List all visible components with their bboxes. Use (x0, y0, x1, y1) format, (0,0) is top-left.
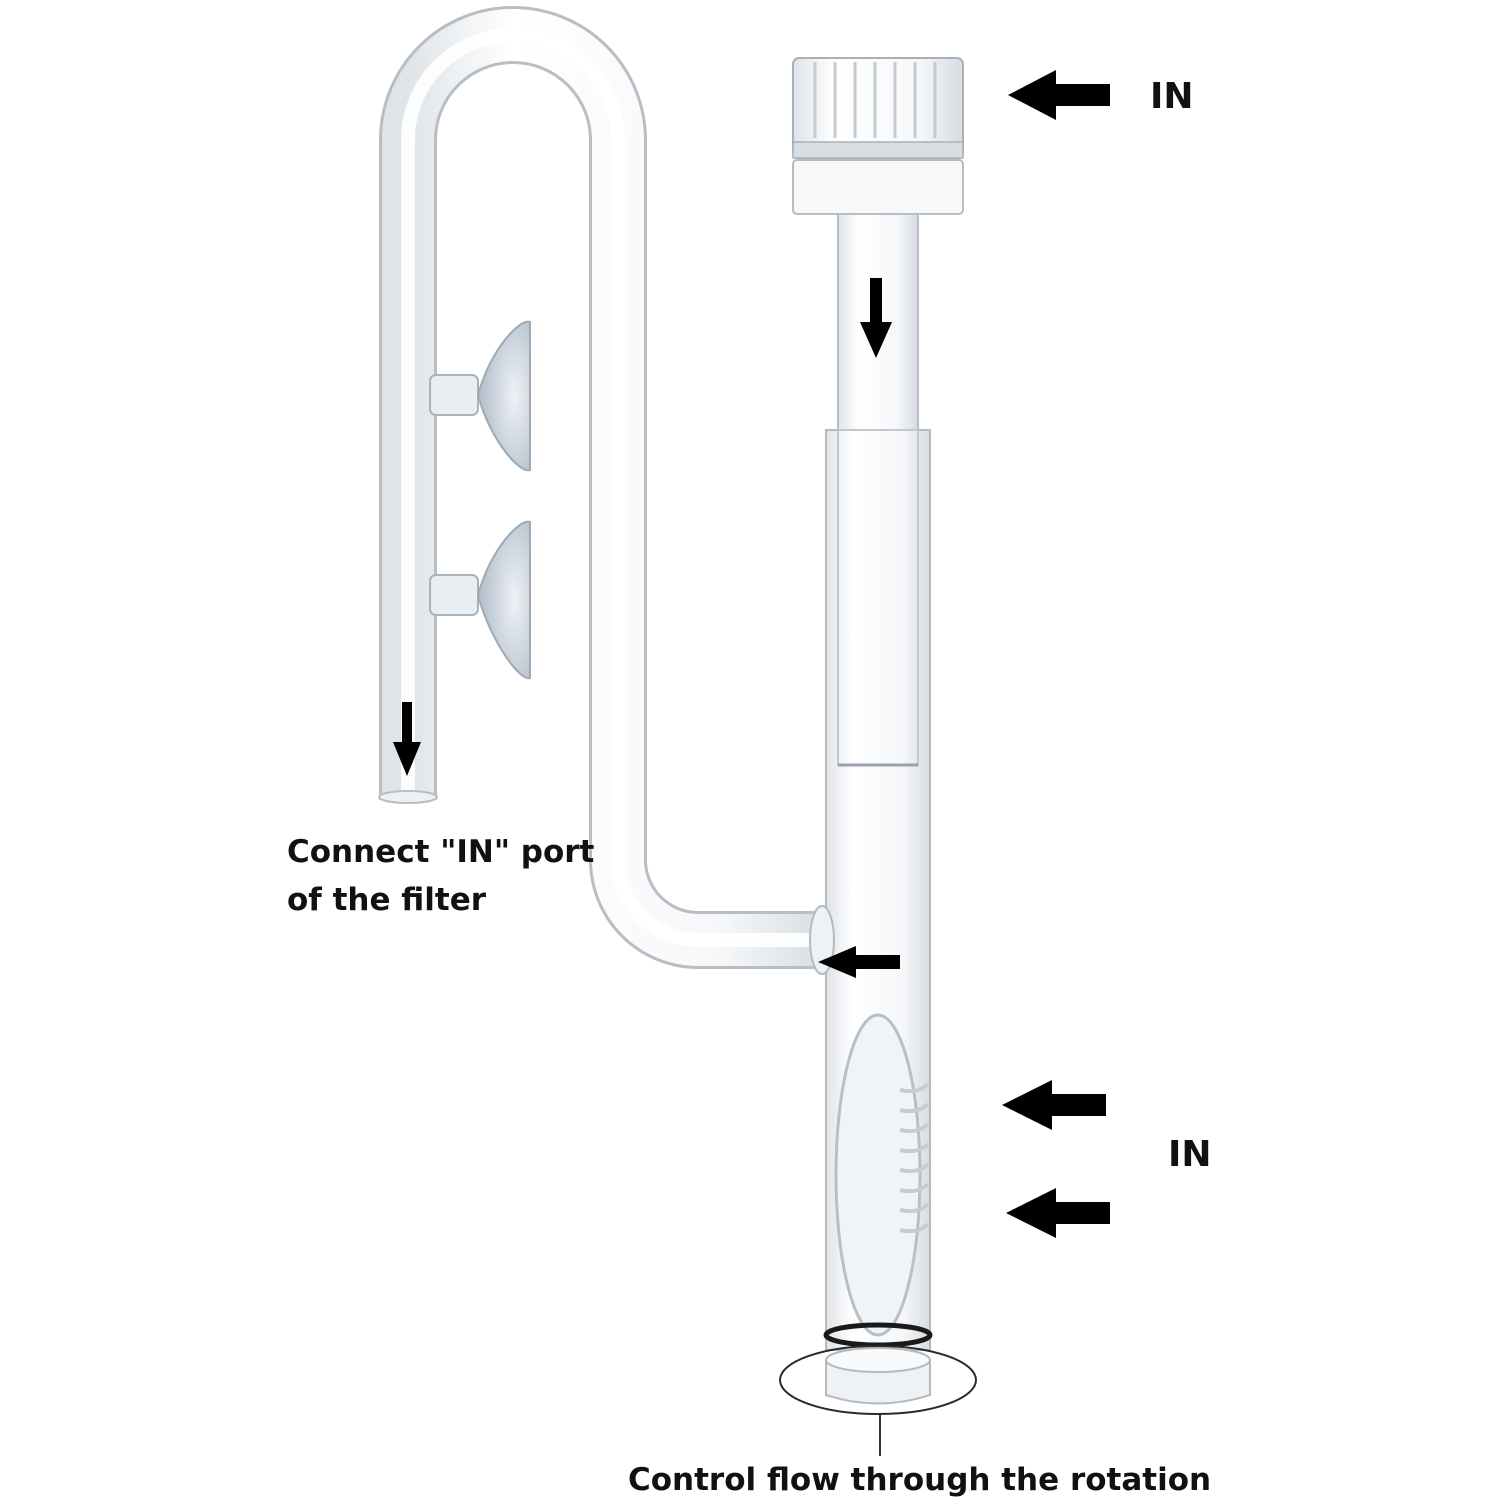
arrow-down-intake-icon (860, 278, 892, 358)
lily-pipe (378, 6, 830, 969)
label-connect-line1: Connect "IN" port (287, 834, 595, 870)
label-connect-in-port: Connect "IN" port of the filter (287, 828, 594, 924)
label-in-bottom: IN (1168, 1134, 1212, 1175)
arrow-in-bottom-lower-icon (1006, 1188, 1110, 1238)
suction-cup-upper (429, 320, 531, 472)
arrow-junction-icon (818, 946, 900, 978)
skimmer-tube (779, 57, 977, 1456)
label-connect-line2: of the filter (287, 882, 487, 918)
arrow-in-bottom-upper-icon (1002, 1080, 1106, 1130)
arrow-in-top-icon (1008, 70, 1110, 120)
suction-cup-lower (429, 520, 531, 680)
label-in-top: IN (1150, 76, 1194, 117)
arrow-down-outflow-icon (393, 702, 421, 776)
label-control-flow: Control flow through the rotation (628, 1462, 1212, 1498)
